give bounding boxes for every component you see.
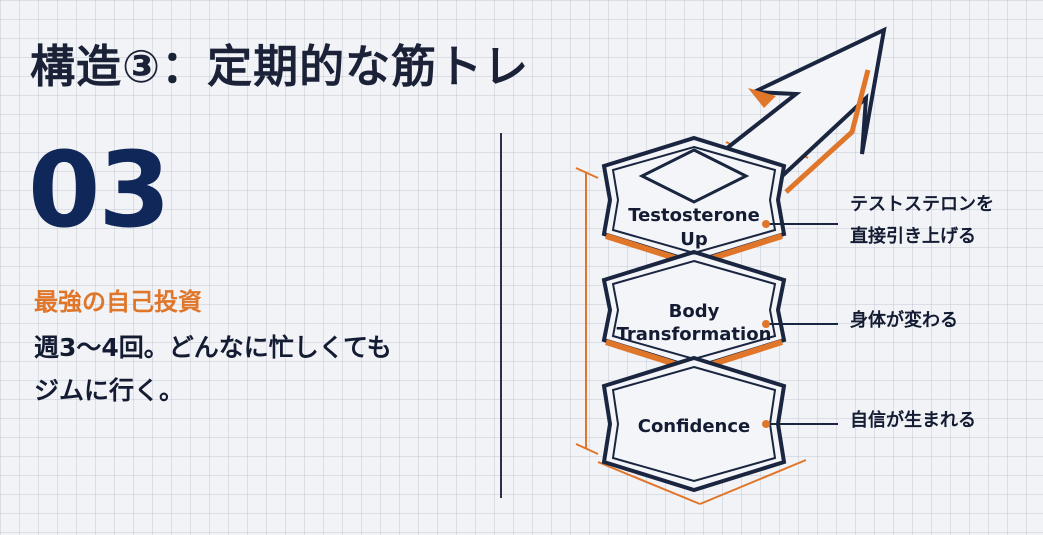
annotation-line1: 自信が生まれる <box>850 409 976 431</box>
block-2 <box>601 249 787 374</box>
bottom-dimension-right <box>699 459 807 505</box>
annotation-line1: テストステロンを <box>850 194 994 215</box>
top-face <box>638 148 750 204</box>
block-outline <box>601 355 787 493</box>
annotation-line2: 直接引き上げる <box>850 225 976 247</box>
block-3 <box>601 355 787 493</box>
page-title: 構造③：定期的な筋トレ <box>30 40 530 93</box>
block-label-line1: Body <box>669 301 720 322</box>
block-inner-outline <box>611 365 777 483</box>
body-line-1: 週3〜4回。どんなに忙しくても <box>34 333 392 362</box>
vertical-divider <box>500 133 502 498</box>
block-label-line1: Testosterone <box>628 205 760 226</box>
section-body: 週3〜4回。どんなに忙しくても ジムに行く。 <box>34 326 474 412</box>
block-label-line1: Confidence <box>638 416 751 437</box>
growth-arrow-icon <box>718 26 887 194</box>
annotation-connectors <box>762 220 838 428</box>
connector-dot <box>762 320 770 328</box>
annotation-line1: 身体が変わる <box>850 309 958 331</box>
bottom-dimension-left <box>597 461 701 505</box>
section-subtitle: 最強の自己投資 <box>34 288 202 316</box>
connector-dot <box>762 220 770 228</box>
section-number: 03 <box>28 129 171 251</box>
body-line-2: ジムに行く。 <box>34 376 185 405</box>
connector-dot <box>762 420 770 428</box>
block-label-line2: Up <box>680 229 708 250</box>
block-label-line2: Transformation <box>617 324 772 345</box>
